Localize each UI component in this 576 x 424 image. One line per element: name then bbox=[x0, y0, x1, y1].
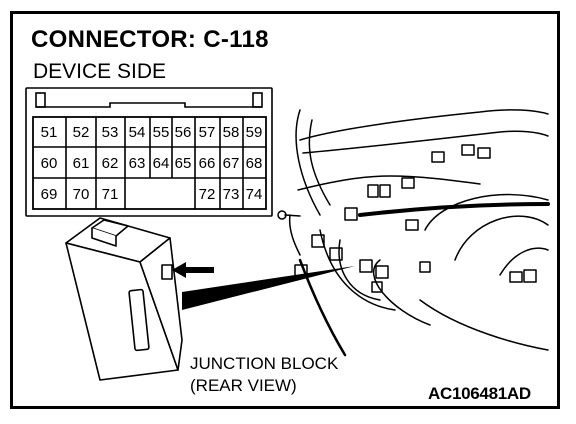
pin-label: 64 bbox=[153, 155, 170, 172]
pin-label: 52 bbox=[73, 124, 90, 141]
pin-label: 69 bbox=[41, 186, 58, 203]
pin-label: 65 bbox=[175, 155, 192, 172]
junction-block-tab bbox=[91, 219, 129, 237]
pin-label: 56 bbox=[175, 124, 192, 141]
dash-knee-panel bbox=[419, 299, 549, 351]
connector-small bbox=[509, 271, 523, 283]
dash-cluster-lower bbox=[499, 247, 549, 276]
caption-line-2: (REAR VIEW) bbox=[190, 376, 297, 395]
connector-small bbox=[329, 247, 343, 261]
connector-small bbox=[405, 219, 419, 231]
connector-small bbox=[344, 207, 358, 221]
pin-label: 71 bbox=[102, 186, 119, 203]
connector-title: CONNECTOR: C-118 bbox=[31, 26, 269, 53]
dash-cluster-hood bbox=[424, 193, 549, 231]
connector-small bbox=[367, 184, 379, 198]
grommet-wire bbox=[284, 214, 301, 217]
location-wedge bbox=[182, 266, 355, 310]
dash-cluster-rim bbox=[454, 215, 549, 261]
dash-top-edge bbox=[299, 109, 549, 141]
pin-label: 58 bbox=[223, 124, 240, 141]
pin-label: 70 bbox=[73, 186, 90, 203]
dash-bracket bbox=[288, 214, 301, 256]
pin-label: 57 bbox=[199, 124, 216, 141]
pin-labels: 51 52 53 54 55 56 57 58 59 60 61 62 63 6… bbox=[41, 124, 263, 203]
pin-label: 68 bbox=[246, 155, 263, 172]
pin-label: 74 bbox=[246, 186, 263, 203]
junction-block-connector-c118 bbox=[161, 264, 173, 280]
connector-face bbox=[25, 87, 273, 217]
connector-outline bbox=[25, 87, 273, 217]
connector-small bbox=[523, 269, 537, 283]
connector-latch-left bbox=[35, 92, 46, 108]
junction-block bbox=[65, 217, 183, 381]
dash-mid-rib bbox=[297, 175, 481, 191]
connector-small bbox=[311, 234, 325, 248]
connector-small bbox=[477, 147, 491, 159]
connector-latch-right bbox=[252, 92, 263, 108]
pin-label: 61 bbox=[73, 155, 90, 172]
connector-small bbox=[359, 259, 373, 273]
connector-small bbox=[431, 151, 445, 163]
connector-small bbox=[375, 265, 389, 279]
dash-steering-inner bbox=[338, 239, 381, 301]
pin-label: 51 bbox=[41, 124, 58, 141]
caption-line-1: JUNCTION BLOCK bbox=[190, 354, 339, 373]
dash-left-edge bbox=[295, 109, 321, 216]
arrow-icon bbox=[172, 262, 214, 278]
pin-label: 60 bbox=[41, 155, 58, 172]
connector-small bbox=[419, 261, 431, 273]
pin-label: 73 bbox=[223, 186, 240, 203]
connector-small bbox=[379, 184, 391, 198]
device-side-label: DEVICE SIDE bbox=[33, 60, 167, 83]
dash-upper-rib bbox=[302, 130, 549, 154]
pin-label: 62 bbox=[102, 155, 119, 172]
junction-block-window bbox=[128, 288, 150, 352]
connector-small bbox=[401, 177, 415, 189]
dashboard-illustration bbox=[277, 109, 550, 357]
pin-label: 54 bbox=[129, 124, 146, 141]
pin-label: 66 bbox=[199, 155, 216, 172]
pin-label: 63 bbox=[129, 155, 146, 172]
connector-small bbox=[461, 144, 475, 156]
connector-key bbox=[36, 102, 262, 108]
connector-small bbox=[371, 281, 383, 293]
pin-label: 59 bbox=[246, 124, 263, 141]
pin-label: 53 bbox=[102, 124, 119, 141]
junction-block-caption: JUNCTION BLOCK (REAR VIEW) bbox=[190, 353, 338, 397]
pin-label: 55 bbox=[153, 124, 170, 141]
dash-lower-panel bbox=[373, 259, 431, 326]
junction-block-tab-side bbox=[91, 228, 117, 247]
pin-label: 72 bbox=[199, 186, 216, 203]
figure-code: AC106481AD bbox=[428, 384, 531, 403]
dash-left-inner bbox=[308, 119, 331, 206]
dash-harness-left bbox=[298, 258, 347, 357]
pin-label: 67 bbox=[223, 155, 240, 172]
